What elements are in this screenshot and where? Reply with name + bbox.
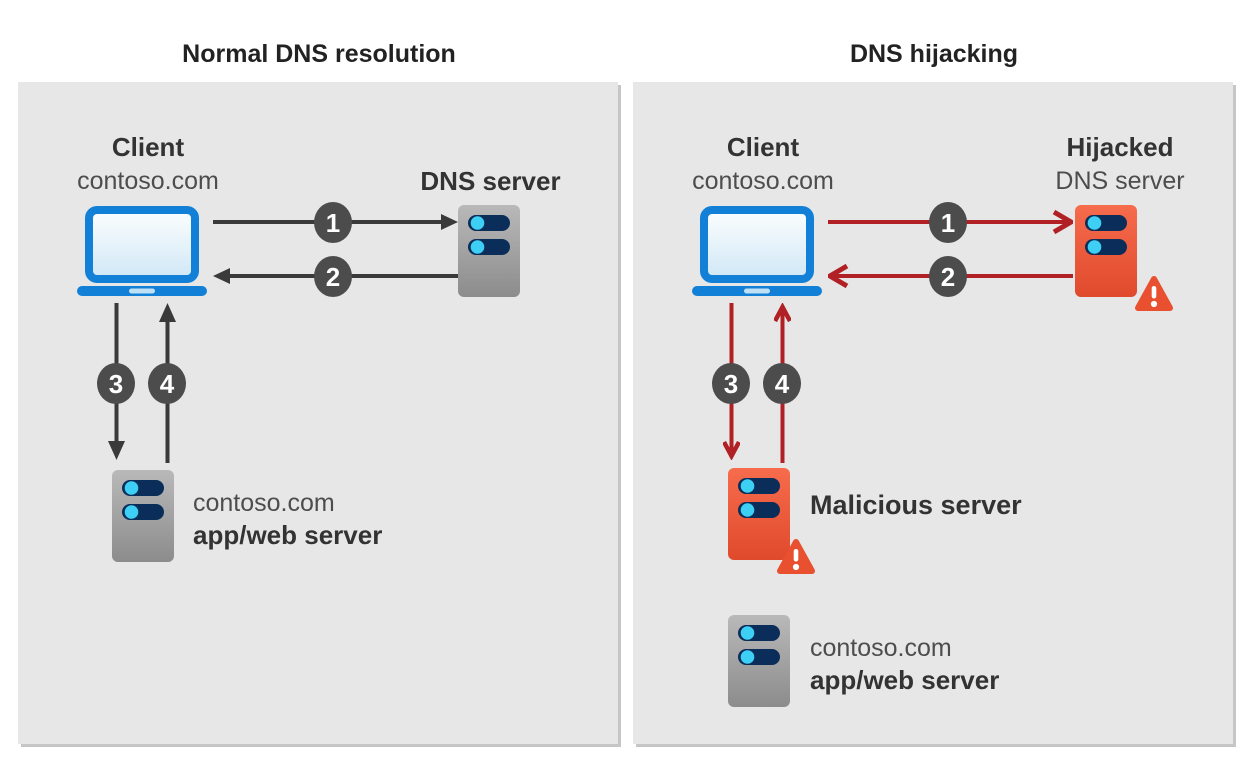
app-server-label: app/web server: [810, 665, 1000, 695]
step-badge-3: 3: [97, 363, 135, 404]
laptop-icon: [77, 206, 207, 296]
client-domain-label: contoso.com: [77, 167, 219, 195]
dns-server-label: DNS server: [420, 166, 561, 196]
app-server-domain-label: contoso.com: [193, 489, 335, 517]
diagram-title-hijacking: DNS hijacking: [849, 40, 1019, 68]
app-server-label: app/web server: [193, 520, 383, 550]
step-badge-4: 4: [148, 363, 186, 404]
hijacked-label: Hijacked: [1066, 132, 1174, 162]
app-web-server-icon: [112, 470, 174, 562]
panel-normal-dns: Client contoso.com DNS server 1 2: [18, 82, 618, 744]
app-server-domain-label: contoso.com: [810, 634, 952, 662]
malicious-server-icon: [728, 468, 815, 574]
malicious-server-label: Malicious server: [810, 490, 1022, 520]
laptop-icon: [692, 206, 822, 296]
client-label: Client: [726, 132, 800, 162]
step-badge-2: 2: [929, 256, 967, 297]
warning-triangle-icon: [1135, 276, 1173, 311]
hijacked-dns-server-label: DNS server: [1055, 167, 1185, 195]
hijacked-server-icon: [1075, 205, 1173, 311]
step-badge-4: 4: [763, 363, 801, 404]
step-badge-1: 1: [929, 202, 967, 243]
warning-triangle-icon: [777, 539, 815, 574]
step-badge-3: 3: [712, 363, 750, 404]
server-icon: [458, 205, 520, 297]
client-label: Client: [111, 132, 185, 162]
client-domain-label: contoso.com: [692, 167, 834, 195]
step-badge-1: 1: [314, 202, 352, 243]
app-web-server-icon: [728, 615, 790, 707]
diagram-title-normal: Normal DNS resolution: [182, 40, 456, 68]
panel-dns-hijacking: Client contoso.com Hijacked DNS server 1…: [633, 82, 1233, 744]
step-badge-2: 2: [314, 256, 352, 297]
